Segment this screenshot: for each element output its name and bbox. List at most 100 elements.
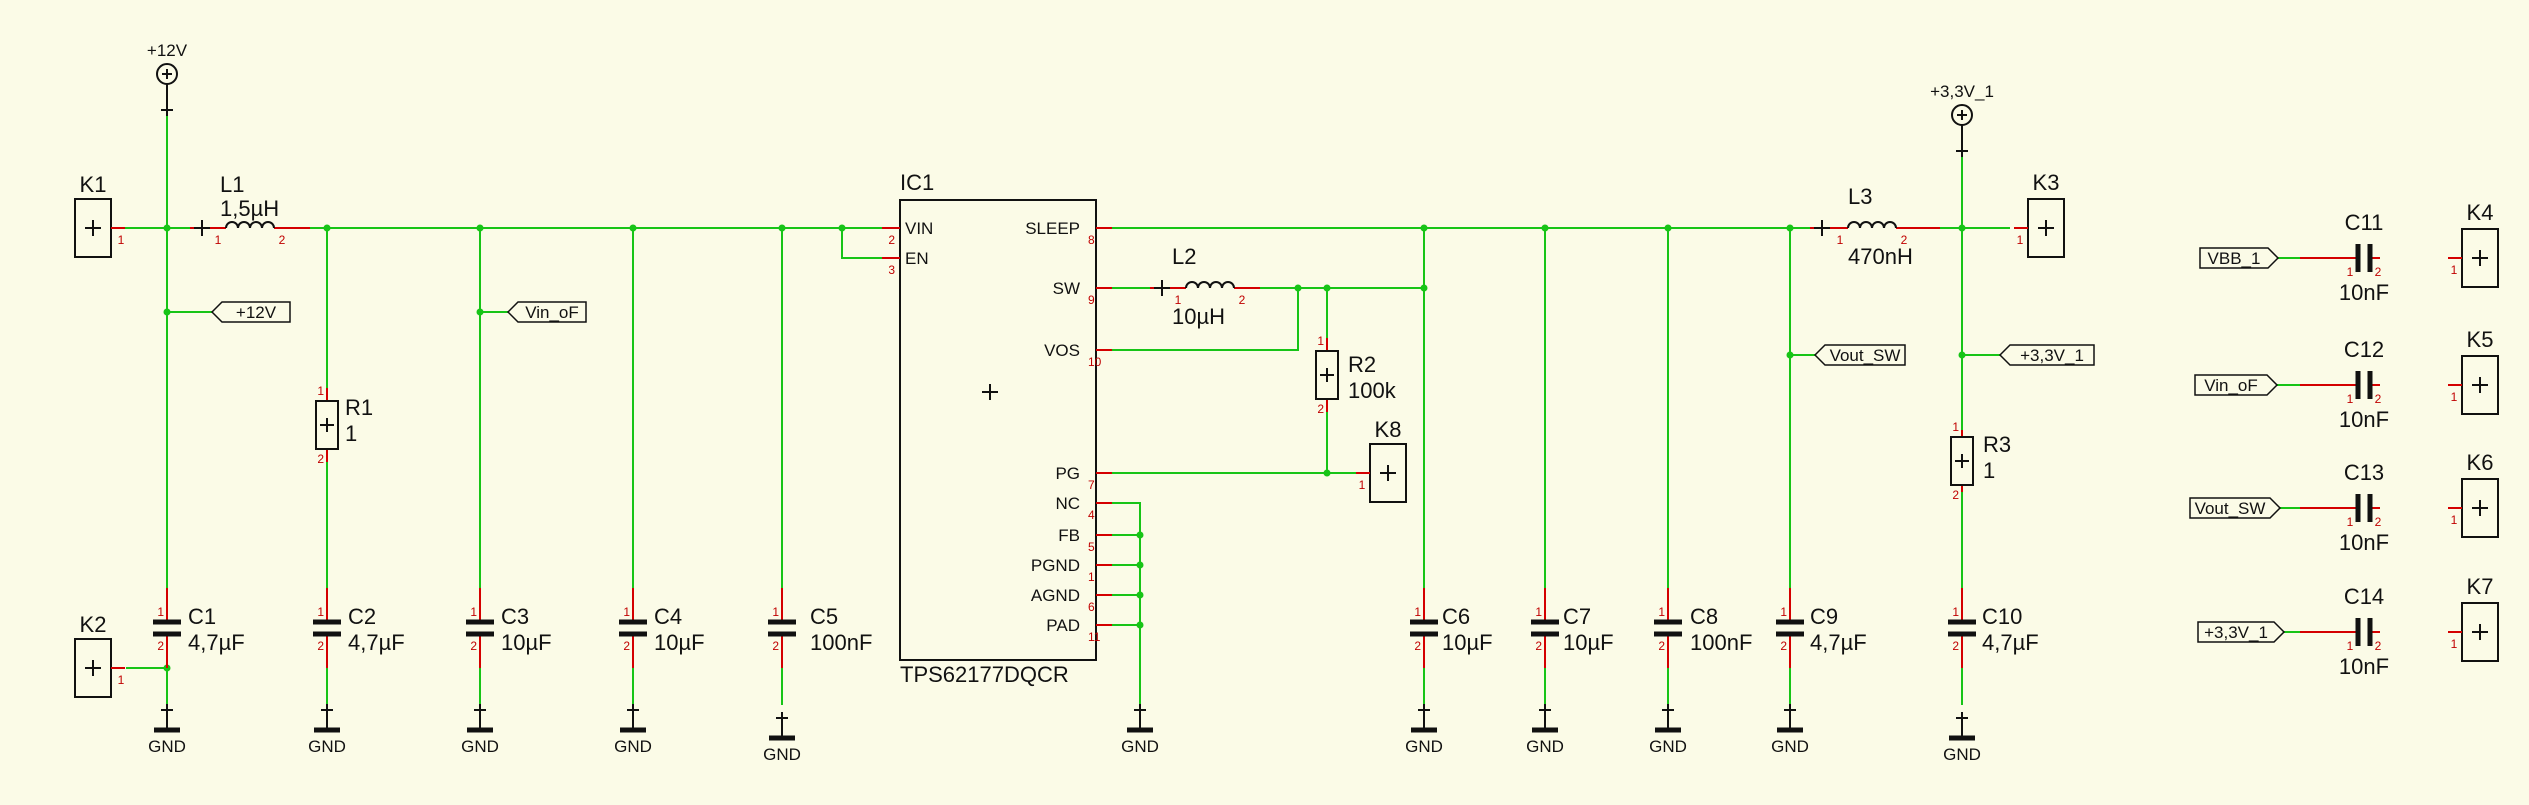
- pin-number: 1: [157, 605, 164, 619]
- component-ref: R3: [1983, 432, 2011, 457]
- gnd-symbol: GND: [1771, 704, 1809, 756]
- pin-number: 2: [1901, 233, 1908, 247]
- net-label-vin_of: Vin_oF: [2194, 374, 2279, 396]
- net-label-p33v: +3,3V_1: [2197, 621, 2286, 643]
- component-ref: C5: [810, 604, 838, 629]
- net-label-text: Vout_SW: [2195, 499, 2266, 518]
- junction-dot: [838, 224, 846, 232]
- net-label-text: Vin_oF: [2204, 376, 2258, 395]
- ic-part-number: TPS62177DQCR: [900, 662, 1069, 687]
- gnd-symbol: GND: [1405, 704, 1443, 756]
- component-value: 10nF: [2339, 280, 2389, 305]
- pin-number: 2: [2375, 515, 2382, 529]
- pin-number: 2: [1535, 639, 1542, 653]
- component-ref: C3: [501, 604, 529, 629]
- pin-number: 2: [1414, 639, 1421, 653]
- pin-number: 1: [1359, 478, 1366, 492]
- component-ref: C6: [1442, 604, 1470, 629]
- pin-number: 1: [118, 233, 125, 247]
- component-ref: C10: [1982, 604, 2022, 629]
- pin-number: 1: [2017, 233, 2024, 247]
- ic-pin-number: 10: [1088, 355, 1102, 369]
- gnd-label: GND: [308, 737, 346, 756]
- gnd-label: GND: [1405, 737, 1443, 756]
- gnd-symbol: GND: [763, 712, 801, 764]
- gnd-label: GND: [1649, 737, 1687, 756]
- ic-pin-number: 11: [1088, 630, 1101, 644]
- ic-pin-number: 1: [1088, 570, 1095, 584]
- connector-k5: 1 K5: [2448, 327, 2499, 415]
- component-value: 4,7µF: [188, 630, 245, 655]
- gnd-label: GND: [1771, 737, 1809, 756]
- junction-dot: [476, 224, 484, 232]
- component-value: 10nF: [2339, 654, 2389, 679]
- net-label-vin_of: Vin_oF: [506, 301, 587, 323]
- ic-pin-name: PAD: [1046, 616, 1080, 635]
- wire-nc-gnd: [1112, 502, 1141, 705]
- gnd-symbol: GND: [148, 704, 186, 756]
- net-label-vout_sw: Vout_SW: [2189, 497, 2282, 519]
- ic-pin-number: 9: [1088, 293, 1095, 307]
- component-value: 4,7µF: [1810, 630, 1867, 655]
- component-value: 100nF: [1690, 630, 1752, 655]
- net-label-text: +12V: [236, 303, 277, 322]
- component-ref: R2: [1348, 352, 1376, 377]
- connector-k8: 1 K8: [1356, 417, 1407, 503]
- pin-number: 2: [623, 639, 630, 653]
- pin-number: 2: [1952, 488, 1959, 502]
- gnd-symbol: GND: [1526, 704, 1564, 756]
- power-port-label: +12V: [147, 41, 188, 60]
- pin-number: 2: [1317, 402, 1324, 416]
- ic-pin-name: PG: [1055, 464, 1080, 483]
- ic-pin-name: VIN: [905, 219, 933, 238]
- gnd-label: GND: [1526, 737, 1564, 756]
- component-ref: L1: [220, 172, 244, 197]
- wire-vos: [1112, 288, 1299, 351]
- pin-number: 1: [2347, 265, 2354, 279]
- pin-number: 1: [2451, 390, 2458, 404]
- connector-k3: 1K3: [2014, 170, 2065, 258]
- component-value: 10µF: [1563, 630, 1614, 655]
- gnd-symbol: GND: [1121, 704, 1159, 756]
- gnd-symbol: GND: [461, 704, 499, 756]
- pin-number: 1: [1414, 605, 1421, 619]
- ic-pin-name: PGND: [1031, 556, 1080, 575]
- net-label-p12v: +12V: [210, 301, 291, 323]
- ic-pin-name: NC: [1055, 494, 1080, 513]
- component-value: 10µF: [1442, 630, 1493, 655]
- component-ref: C12: [2344, 337, 2384, 362]
- net-label-text: +3,3V_1: [2020, 346, 2084, 365]
- ic-pin-name: SW: [1053, 279, 1080, 298]
- connector-ref: K6: [2467, 450, 2494, 475]
- gnd-symbol: GND: [1649, 704, 1687, 756]
- connector-k1: 1K1: [74, 172, 125, 258]
- pin-number: 1: [2451, 637, 2458, 651]
- junction-dot: [163, 308, 171, 316]
- connector-ref: K8: [1375, 417, 1402, 442]
- connector-ref: K5: [2467, 327, 2494, 352]
- component-ref: C8: [1690, 604, 1718, 629]
- pin-number: 1: [317, 384, 324, 398]
- component-value: 1,5µH: [220, 196, 279, 221]
- component-ref: L2: [1172, 244, 1196, 269]
- pin-number: 1: [470, 605, 477, 619]
- pin-number: 1: [118, 673, 125, 687]
- pin-number: 1: [1175, 293, 1182, 307]
- power-port: +12V: [147, 41, 188, 116]
- ic-pin-name: AGND: [1031, 586, 1080, 605]
- junction-dot: [476, 308, 484, 316]
- ic-pin-number: 6: [1088, 600, 1095, 614]
